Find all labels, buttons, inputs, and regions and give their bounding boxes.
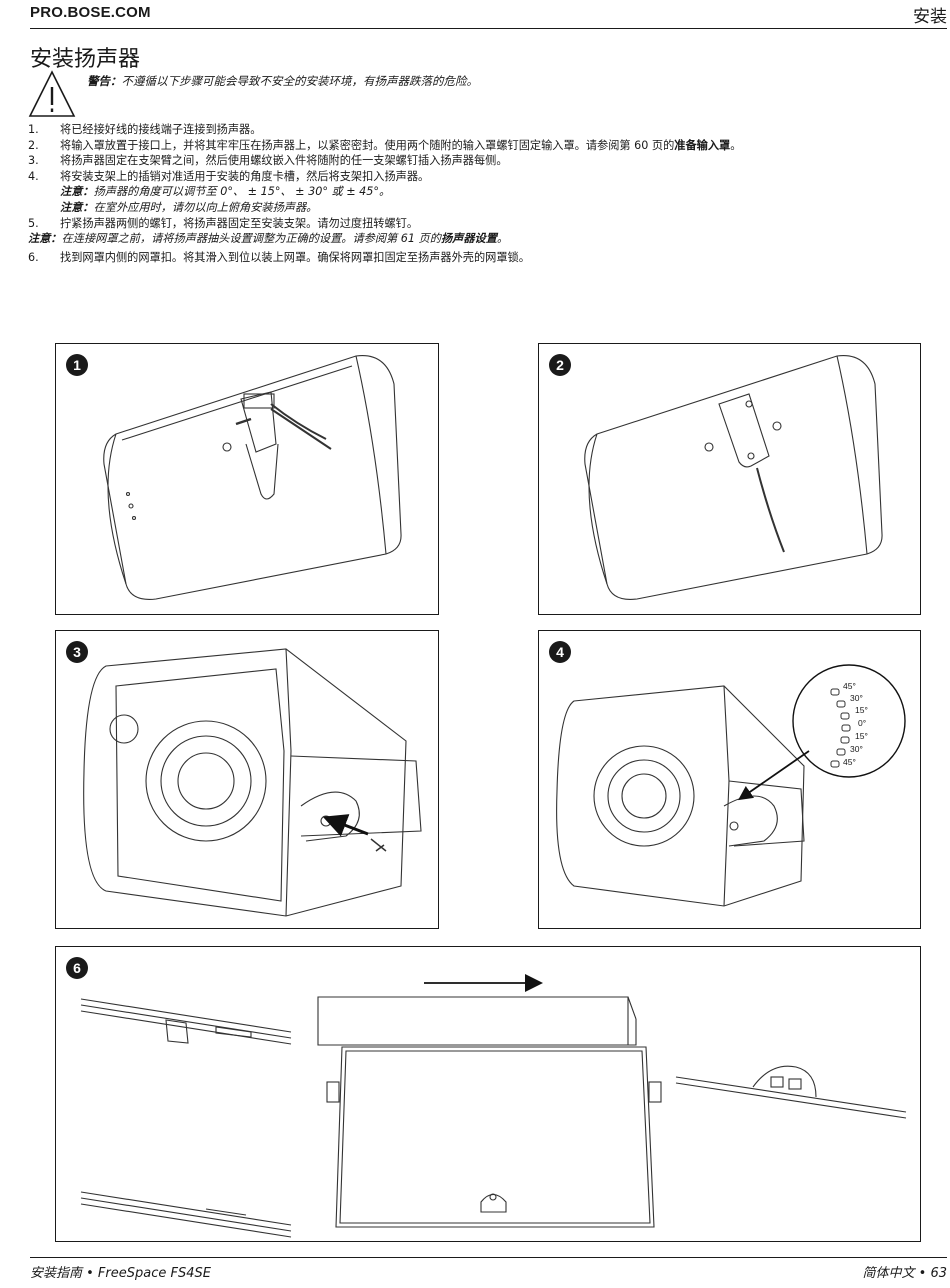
step-4-note-angle: 注意：扬声器的角度可以调节至 0°、 ± 15°、 ± 30° 或 ± 45°。 — [60, 185, 391, 199]
step-5: 5.拧紧扬声器两侧的螺钉，将扬声器固定至安装支架。请勿过度扭转螺钉。 — [28, 216, 419, 230]
bracket-screw-illustration — [83, 648, 422, 917]
link-prepare-input-cover[interactable]: 准备输入罩 — [674, 138, 731, 152]
warning-text: 警告：不遵循以下步骤可能会导致不安全的安装环境，有扬声器跌落的危险。 — [87, 74, 478, 88]
step-1: 1.将已经接好线的接线端子连接到扬声器。 — [28, 123, 262, 136]
warning-icon — [28, 70, 76, 117]
angle-label-45-up: 45° — [843, 681, 856, 691]
figure-1-panel: 1 — [55, 343, 439, 615]
page-footer: 安装指南 • FreeSpace FS4SE 简体中文 • 63 — [30, 1257, 947, 1288]
angle-label-30-up: 30° — [850, 693, 863, 703]
angle-label-45-down: 45° — [843, 757, 856, 767]
page-title: 安装扬声器 — [30, 47, 141, 72]
step-2: 2.将输入罩放置于接口上，并将其牢牢压在扬声器上，以紧密密封。使用两个随附的输入… — [28, 138, 742, 152]
figure-1-badge: 1 — [66, 354, 88, 376]
figure-3-panel: 3 — [55, 630, 439, 929]
angle-label-0: 0° — [858, 718, 866, 728]
figure-3-badge: 3 — [66, 641, 88, 663]
figure-4-panel: 45° 30° 15° 0° 15° 30° 45° 4 — [538, 630, 921, 929]
footer-doc-title: 安装指南 • FreeSpace FS4SE — [30, 1266, 211, 1281]
input-cover-illustration — [584, 355, 883, 600]
step-3: 3.将扬声器固定在支架臂之间，然后使用螺纹嵌入件将随附的任一支架螺钉插入扬声器每… — [28, 154, 508, 168]
figure-2-badge: 2 — [549, 354, 571, 376]
angle-adjust-illustration: 45° 30° 15° 0° 15° 30° 45° — [556, 664, 906, 907]
general-note: 注意：在连接网罩之前，请将扬声器抽头设置调整为正确的设置。请参阅第 61 页的扬… — [28, 232, 509, 246]
page-header: PRO.BOSE.COM 安装 — [30, 0, 947, 29]
warning-block: 警告：不遵循以下步骤可能会导致不安全的安装环境，有扬声器跌落的危险。 — [28, 70, 928, 120]
figure-6-panel: 6 — [55, 946, 921, 1242]
grille-attach-illustration — [80, 974, 907, 1238]
angle-label-15-down: 15° — [855, 731, 868, 741]
instruction-list: 1.将已经接好线的接线端子连接到扬声器。 2.将输入罩放置于接口上，并将其牢牢压… — [28, 122, 933, 265]
section-title: 安装 — [913, 7, 947, 27]
link-speaker-settings[interactable]: 扬声器设置 — [440, 232, 497, 246]
step-4: 4.将安装支架上的插销对准适用于安装的角度卡槽，然后将支架扣入扬声器。 注意：扬… — [28, 169, 933, 216]
footer-page-number: 简体中文 • 63 — [862, 1266, 947, 1281]
site-url: PRO.BOSE.COM — [30, 4, 151, 21]
figure-4-badge: 4 — [549, 641, 571, 663]
speaker-terminal-illustration — [103, 355, 402, 600]
angle-label-30-down: 30° — [850, 744, 863, 754]
angle-label-15-up: 15° — [855, 705, 868, 715]
figure-2-panel: 2 — [538, 343, 921, 615]
step-4-note-outdoor: 注意：在室外应用时，请勿以向上俯角安装扬声器。 — [60, 200, 318, 214]
figure-6-badge: 6 — [66, 957, 88, 979]
step-6: 6.找到网罩内侧的网罩扣。将其滑入到位以装上网罩。确保将网罩扣固定至扬声器外壳的… — [28, 250, 530, 264]
